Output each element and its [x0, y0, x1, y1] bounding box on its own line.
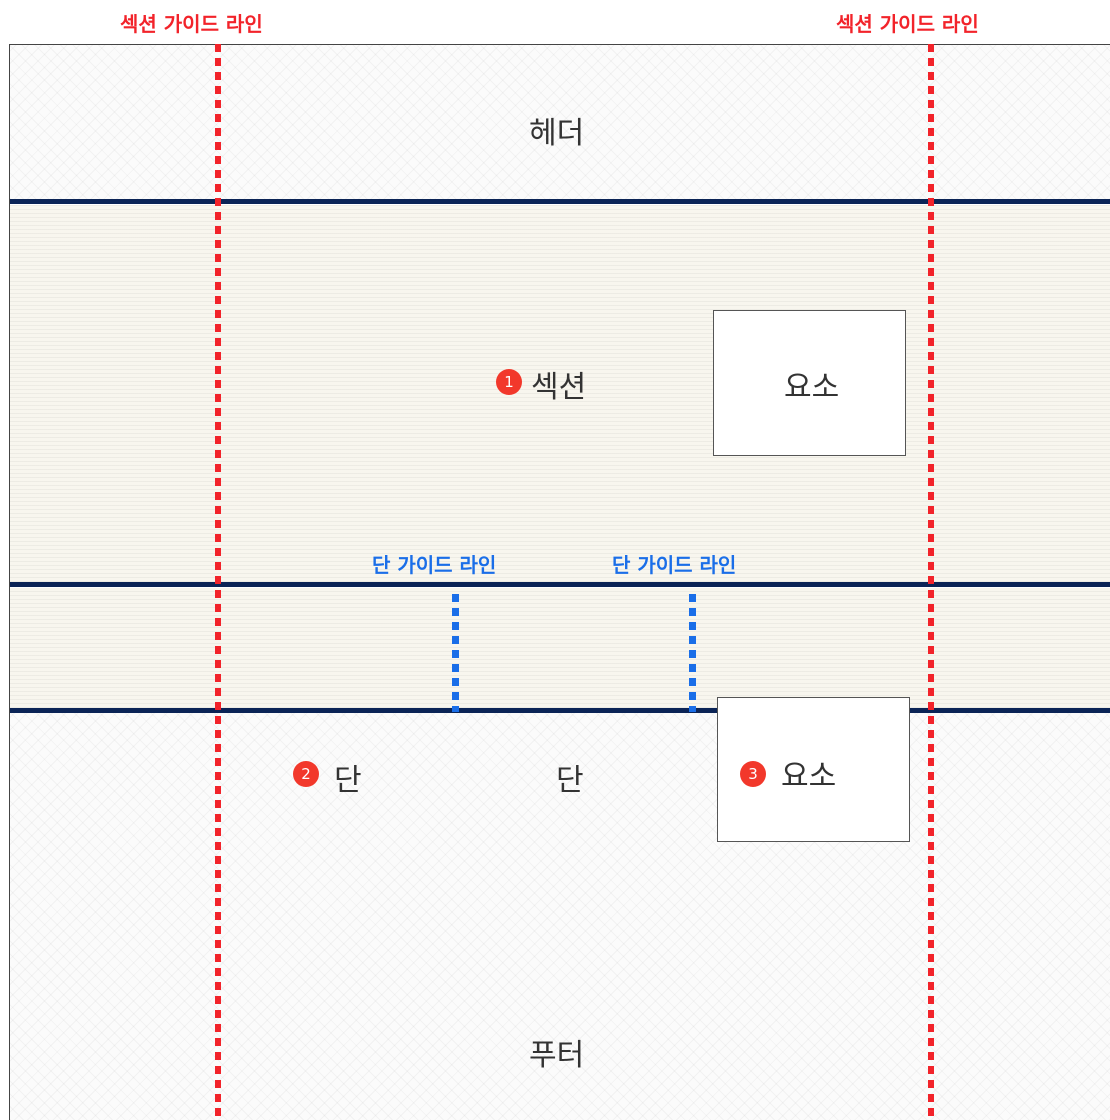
column-guide-label-right: 단 가이드 라인 — [612, 553, 737, 577]
section-element-box — [713, 310, 906, 456]
header-bottom-divider — [10, 199, 1110, 204]
section-number-badge: 1 — [496, 369, 522, 395]
section-guide-line-left — [215, 44, 221, 1120]
column-guide-line-left — [452, 594, 459, 712]
footer-region — [10, 713, 1110, 1120]
column-2-label: 단 — [556, 763, 584, 798]
section-guide-line-right — [928, 44, 934, 1120]
layout-frame — [9, 44, 1110, 1120]
footer-label: 푸터 — [529, 1038, 585, 1073]
section-bottom-divider — [10, 582, 1110, 587]
element-number-badge: 3 — [740, 761, 766, 787]
header-label: 헤더 — [529, 116, 585, 151]
column-element-label: 요소 — [781, 759, 837, 794]
column-number-badge: 2 — [293, 761, 319, 787]
section-region — [10, 205, 1110, 582]
section-element-label: 요소 — [784, 370, 840, 405]
section-guide-label-left: 섹션 가이드 라인 — [120, 12, 263, 36]
columns-bottom-divider — [10, 708, 1110, 713]
section-label: 섹션 — [531, 370, 587, 405]
section-guide-label-right: 섹션 가이드 라인 — [836, 12, 979, 36]
column-guide-line-right — [689, 594, 696, 712]
column-guide-label-left: 단 가이드 라인 — [372, 553, 497, 577]
column-1-label: 단 — [334, 763, 362, 798]
columns-region — [10, 588, 1110, 708]
header-region — [10, 45, 1110, 199]
